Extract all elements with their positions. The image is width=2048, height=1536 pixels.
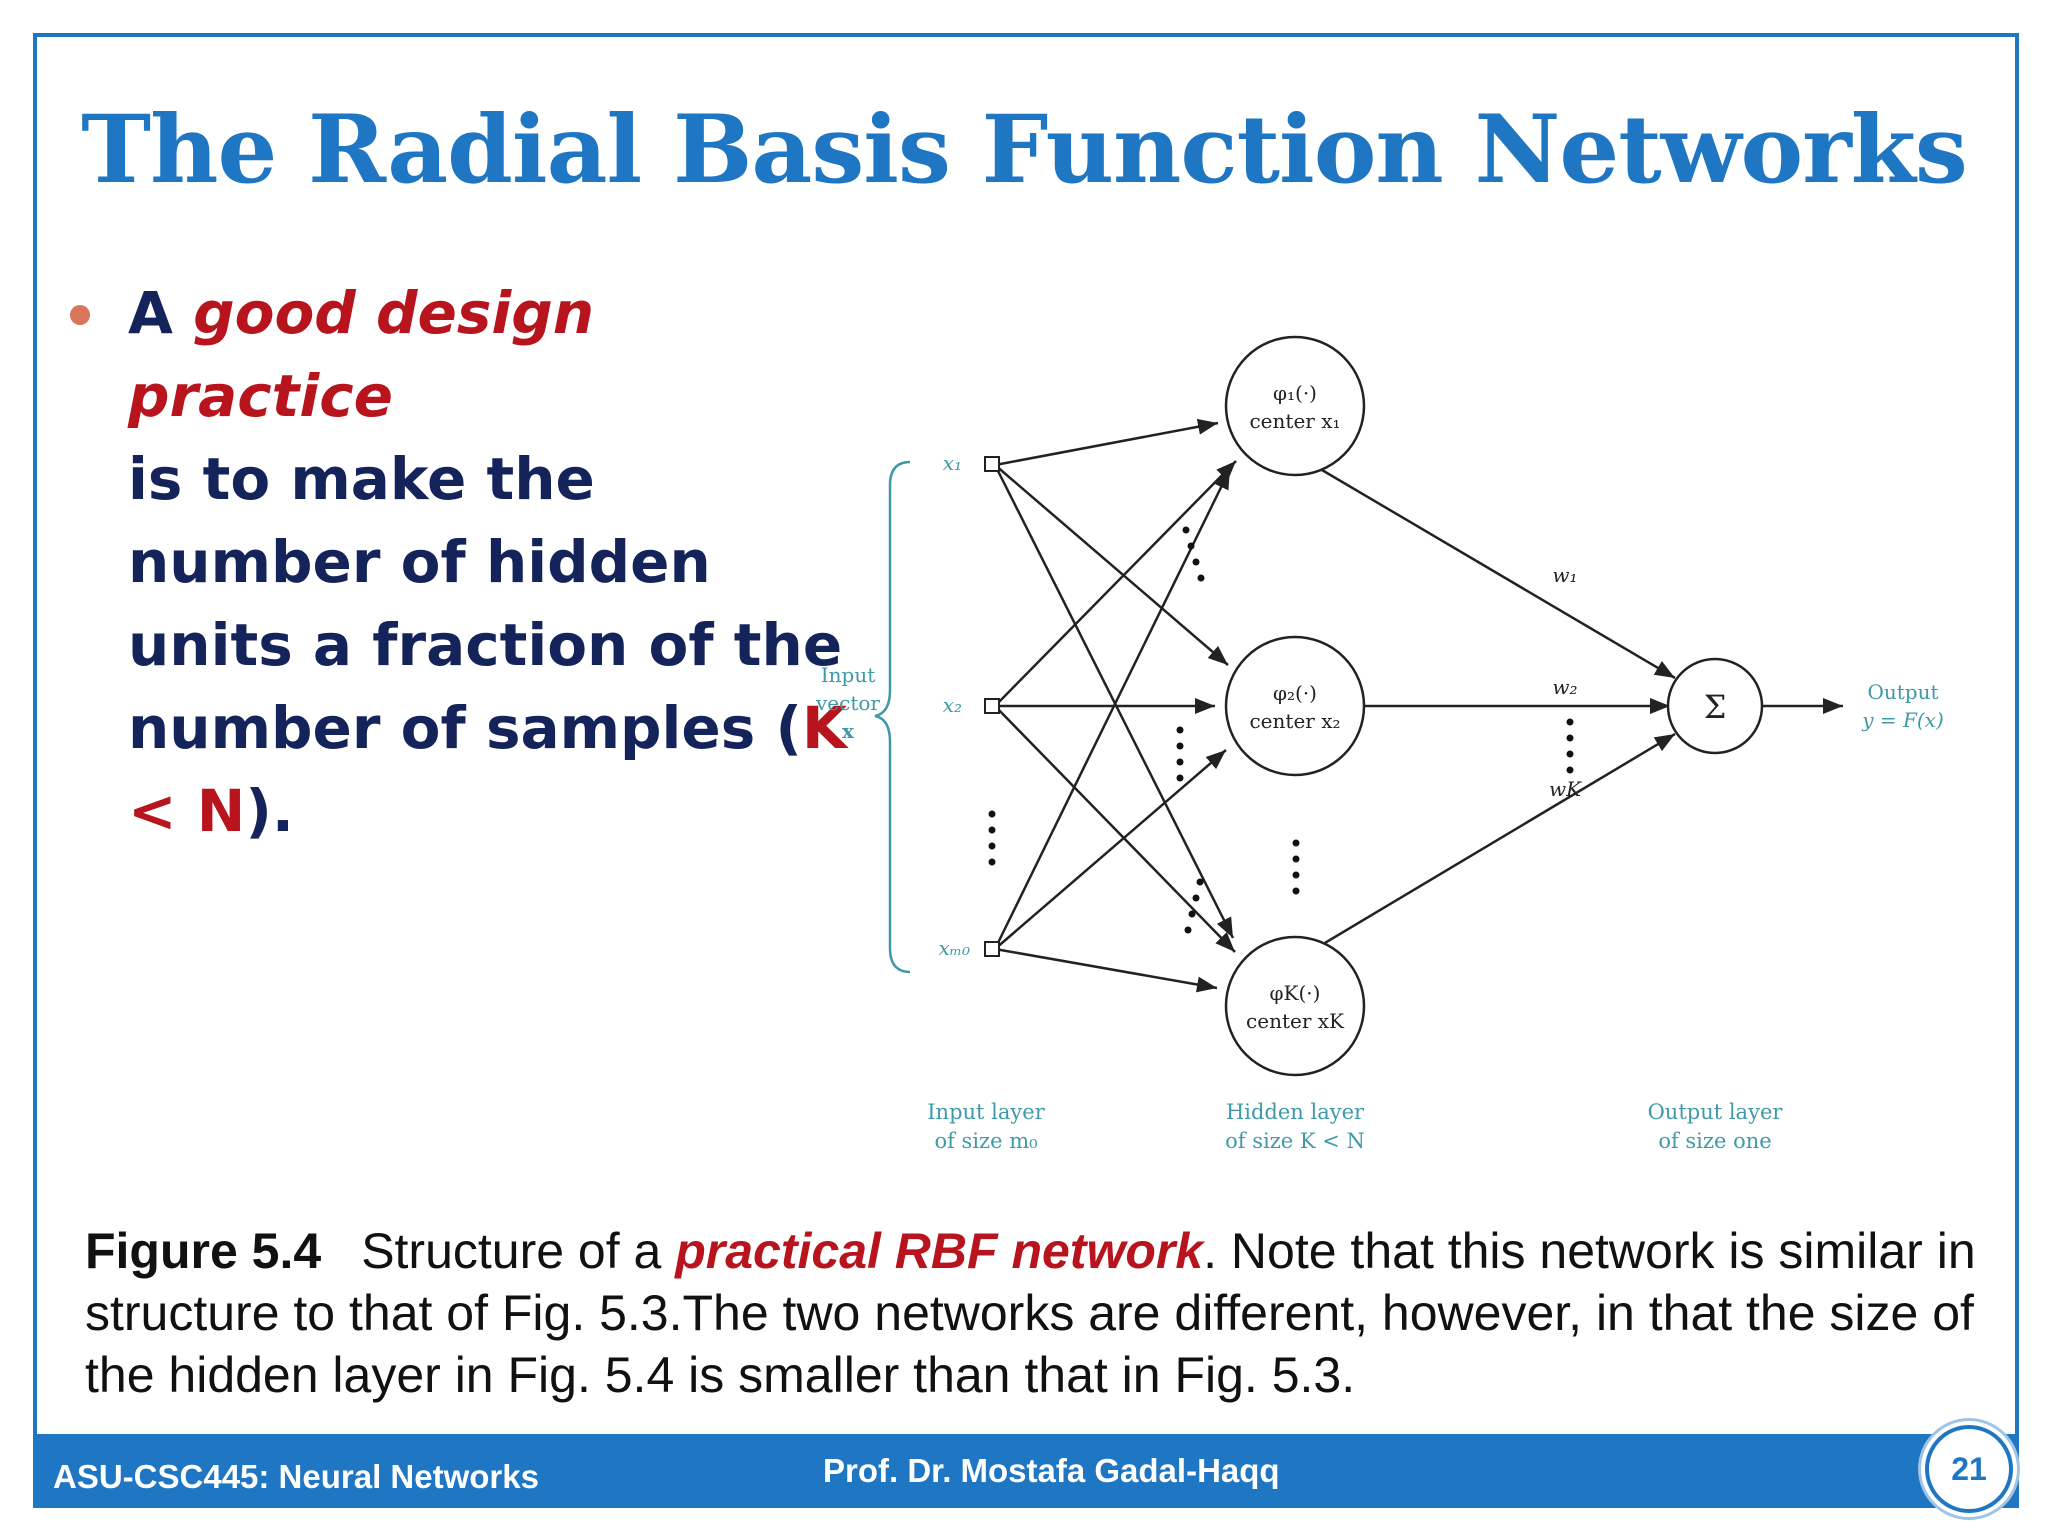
rbf-network-diagram: x₁ x₂ xₘ₀ Input vector x φ₁(·) center x₁… [790, 320, 1990, 1180]
sum-symbol: Σ [1704, 688, 1727, 726]
slide-frame [33, 33, 2019, 1508]
slide-title: The Radial Basis Function Networks [81, 95, 1968, 205]
edge-x1-h1 [994, 418, 1219, 467]
edge-x2-h1 [994, 460, 1237, 707]
edge-hk-sum [1287, 732, 1676, 967]
bullet-prefix: A [128, 279, 194, 347]
output-layer-label-2: of size one [1658, 1129, 1771, 1153]
page-number-badge: 21 [1925, 1425, 2013, 1513]
edge-xm-h2 [994, 749, 1227, 950]
input-vector-label-3: x [842, 719, 855, 743]
input-node-xm [984, 941, 1000, 957]
input-vector-label-1: Input [821, 663, 876, 687]
hidden-layer-label-2: of size K < N [1225, 1129, 1365, 1153]
edge-xm-hk [994, 947, 1218, 993]
hidden-node-2 [1224, 635, 1366, 777]
input-layer-label-2: of size m₀ [934, 1129, 1037, 1153]
hidden-output-connections [1287, 448, 1843, 967]
bullet-suffix: ). [245, 777, 294, 845]
input-node-x1 [984, 456, 1000, 472]
footer-author: Prof. Dr. Mostafa Gadal-Haqq [823, 1452, 1280, 1489]
hidden-layer-label-1: Hidden layer [1226, 1100, 1365, 1124]
caption-pre: Structure of a [361, 1223, 676, 1279]
rbf-network-svg: x₁ x₂ xₘ₀ Input vector x φ₁(·) center x₁… [815, 335, 1944, 1153]
input-hidden-connections [993, 418, 1237, 993]
hidden-center-2: center x₂ [1249, 709, 1340, 733]
bullet-emphasis: good design practice [128, 279, 595, 430]
hidden-func-1: φ₁(·) [1273, 381, 1317, 405]
hidden-center-k: center xK [1246, 1009, 1345, 1033]
input-label-x2: x₂ [943, 693, 962, 717]
caption-emphasis: practical RBF network [675, 1223, 1204, 1279]
edge-x1-h2 [994, 464, 1229, 666]
hidden-node-1 [1224, 335, 1366, 477]
edge-x1-hk [993, 464, 1235, 939]
edge-x2-hk [994, 705, 1236, 953]
output-label-2: y = F(x) [1861, 708, 1944, 732]
input-node-x2 [984, 698, 1000, 714]
input-label-xm: xₘ₀ [938, 936, 970, 960]
hidden-node-k [1224, 935, 1366, 1077]
weight-w1: w₁ [1552, 563, 1577, 587]
bullet-dot [70, 305, 90, 325]
figure-caption: Figure 5.4 Structure of a practical RBF n… [85, 1220, 1985, 1406]
caption-body: . Note that this network is similar in s… [85, 1223, 1976, 1403]
caption-figure-label: Figure 5.4 [85, 1223, 322, 1279]
hidden-func-k: φK(·) [1270, 981, 1321, 1005]
input-brace [874, 460, 911, 974]
hidden-center-1: center x₁ [1249, 409, 1340, 433]
input-label-x1: x₁ [943, 451, 962, 475]
bullet-k-less-n: K < N [128, 694, 847, 845]
footer-bar: ASU-CSC445: Neural Networks Prof. Dr. Mo… [33, 1434, 2019, 1506]
edge-xm-h1 [993, 468, 1232, 950]
input-layer-label-1: Input layer [927, 1100, 1045, 1124]
weight-wk: wK [1549, 777, 1582, 801]
sum-node [1666, 657, 1764, 755]
input-vector-label-2: vector [815, 691, 880, 715]
output-layer-label-1: Output layer [1648, 1100, 1784, 1124]
output-label-1: Output [1867, 680, 1938, 704]
weight-w2: w₂ [1552, 675, 1577, 699]
bullet-body: is to make the number of hidden units a … [128, 445, 843, 762]
footer-course: ASU-CSC445: Neural Networks [53, 1458, 539, 1495]
hidden-func-2: φ₂(·) [1273, 681, 1317, 705]
ellipsis-dots [988, 526, 1574, 934]
edge-h1-sum [1287, 448, 1676, 680]
